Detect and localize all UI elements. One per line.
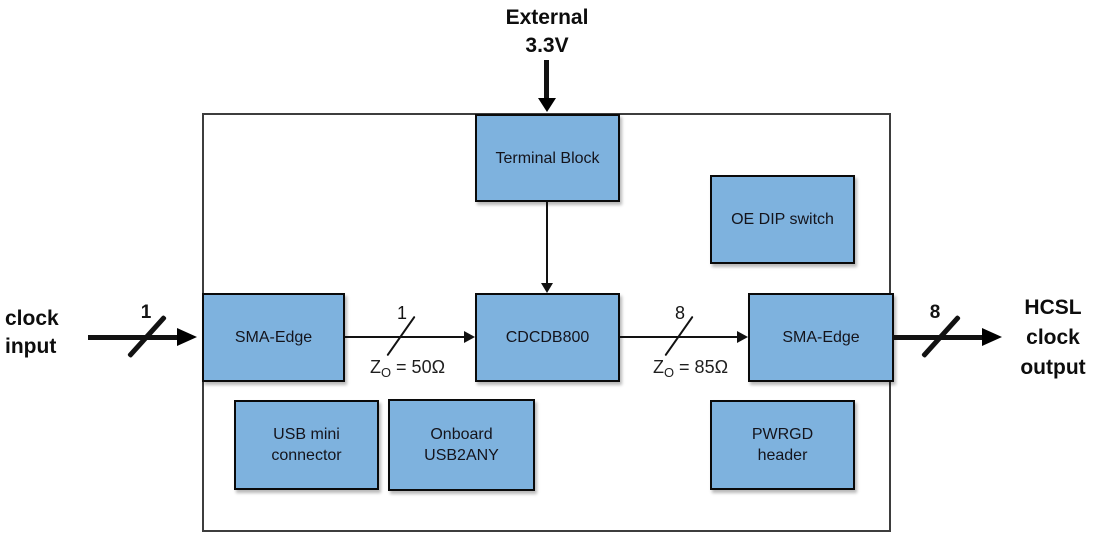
clock-input-line2: input [5,335,57,358]
z-subscript: O [663,365,675,380]
external-power-line1: External [505,6,589,29]
terminal-block-label: Terminal Block [495,149,600,167]
impedance-85-label: ZO = 85Ω [628,357,753,380]
bus-width-mid-in: 1 [396,303,407,323]
smain-to-cdcdb800-line [345,336,464,338]
z-subscript: O [380,365,392,380]
z-symbol: Z [652,357,664,377]
hcsl-output-line2: clock [1026,326,1080,349]
terminal-to-cdcdb800-line [546,202,548,283]
hcsl-output-label: HCSL clock output [1006,293,1100,383]
clock-input-label: clock input [5,305,71,361]
block-cdcdb800: CDCDB800 [475,293,620,382]
right-arrowhead-icon [982,328,1002,346]
hcsl-output-line1: HCSL [1024,296,1082,319]
onboard-usb2any-line1: Onboard [430,426,493,443]
z-symbol: Z [369,357,381,377]
oe-dip-switch-label: OE DIP switch [731,211,834,228]
right-arrowhead-icon [737,331,748,343]
usb-mini-line1: USB mini [273,426,340,443]
right-arrowhead-icon [464,331,475,343]
pwrgd-header-line1: PWRGD [751,426,814,443]
cdcdb800-label: CDCDB800 [505,329,590,346]
down-arrowhead-icon [538,98,556,112]
onboard-usb2any-line2: USB2ANY [424,447,499,464]
impedance-85-value: = 85Ω [679,357,729,377]
block-onboard-usb2any: Onboard USB2ANY [388,399,535,491]
sma-edge-output-label: SMA-Edge [782,329,860,346]
right-arrowhead-icon [177,328,197,346]
block-pwrgd-header: PWRGD header [710,400,855,490]
block-usb-mini-connector: USB mini connector [234,400,379,490]
impedance-50-value: = 50Ω [396,357,446,377]
impedance-50-label: ZO = 50Ω [345,357,470,380]
bus-width-input: 1 [140,302,152,323]
bus-width-mid-out: 8 [674,303,685,323]
sma-edge-input-label: SMA-Edge [234,329,313,346]
usb-mini-line2: connector [271,447,342,464]
down-arrowhead-icon [541,283,553,293]
block-sma-edge-output: SMA-Edge [748,293,894,382]
pwrgd-header-line2: header [757,447,808,464]
block-sma-edge-input: SMA-Edge [202,293,345,382]
clock-input-arrow [88,335,178,340]
external-power-arrow [544,60,549,100]
hcsl-output-line3: output [1020,356,1086,379]
external-power-label: External 3.3V [467,4,627,60]
bus-width-output: 8 [929,302,941,323]
clock-input-line1: clock [5,307,59,330]
block-oe-dip-switch: OE DIP switch [710,175,855,264]
block-terminal-block: Terminal Block [475,114,620,202]
external-power-line2: 3.3V [525,34,569,57]
